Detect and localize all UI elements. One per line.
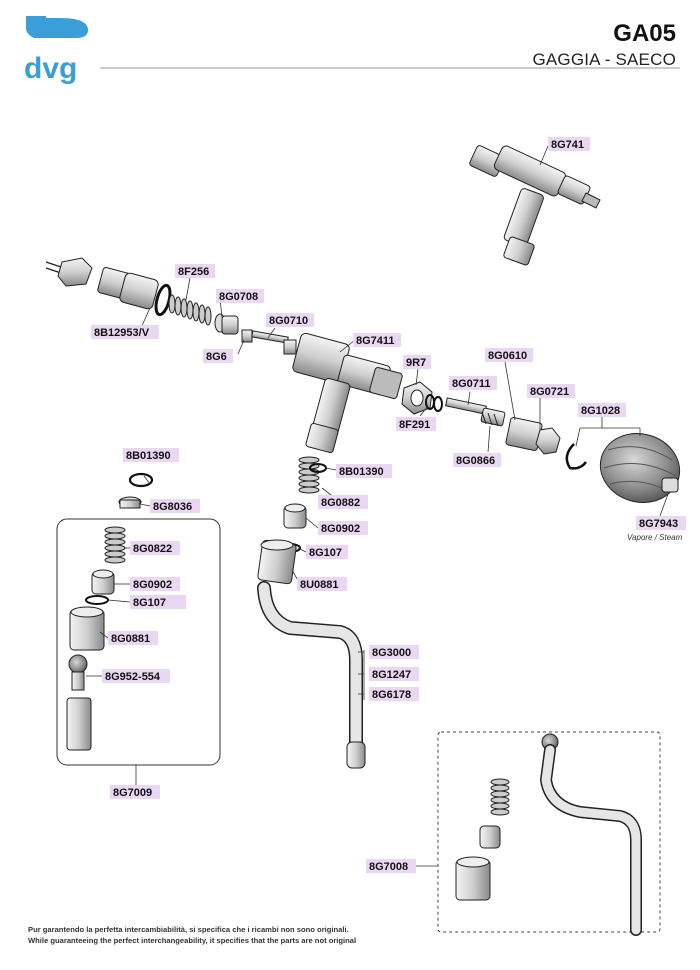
label-8G0710: 8G0710 — [269, 315, 308, 327]
spring-8F256 — [168, 294, 212, 326]
label-8G952-554: 8G952-554 — [105, 671, 161, 683]
label-8G6: 8G6 — [206, 351, 227, 363]
label-8G8036: 8G8036 — [153, 501, 192, 513]
oring-8B01390-left — [128, 472, 154, 488]
part-labels: 8G741 8F256 8G0708 8B12953/V 8G0710 8G6 … — [91, 137, 686, 873]
label-8G741: 8G741 — [551, 139, 584, 151]
label-8G0881: 8G0881 — [111, 633, 150, 645]
footer-line-english: While guaranteeing the perfect interchan… — [28, 936, 357, 945]
model-code: GA05 — [613, 20, 676, 47]
part-8G741-drawing — [469, 145, 601, 266]
nut-8G0881 — [69, 606, 105, 651]
nut-9R7 — [401, 381, 443, 415]
central-body-8G7411 — [292, 332, 403, 454]
spring-8G7008 — [490, 778, 510, 816]
label-8G1028: 8G1028 — [581, 405, 620, 417]
steam-wand-8G3000 — [258, 582, 362, 766]
label-8G0711: 8G0711 — [452, 378, 491, 390]
spring-8G0822 — [104, 526, 126, 564]
label-8G0902: 8G0902 — [321, 523, 360, 535]
wand-8G7008-outline — [539, 744, 642, 936]
label-8G107: 8G107 — [309, 547, 342, 559]
footer-disclaimer: Pur garantendo la perfetta intercambiabi… — [28, 924, 356, 946]
nut-8U0881 — [257, 539, 297, 585]
wand-8G7008 — [541, 745, 641, 935]
cap-8G8036 — [118, 496, 142, 509]
label-8G0902-left: 8G0902 — [133, 579, 172, 591]
label-8G3000: 8G3000 — [372, 647, 411, 659]
label-8B12953V: 8B12953/V — [94, 327, 150, 339]
label-8G7009: 8G7009 — [113, 787, 152, 799]
label-8G0708: 8G0708 — [219, 291, 258, 303]
label-8U0881: 8U0881 — [300, 579, 339, 591]
label-8G1247: 8G1247 — [372, 669, 411, 681]
valve-8G0610 — [505, 417, 561, 455]
footer-line-italian: Pur garantendo la perfetta intercambiabi… — [28, 925, 349, 934]
kit-8G7008-box — [437, 731, 661, 933]
label-8B01390-left: 8B01390 — [126, 450, 171, 462]
steam-knob-8G7943 — [599, 433, 681, 503]
tip-8G7008 — [479, 825, 501, 849]
tip-8G0902 — [283, 503, 307, 529]
label-8G7008: 8G7008 — [369, 861, 408, 873]
label-8G0882: 8G0882 — [321, 497, 360, 509]
label-8G7943: 8G7943 — [639, 518, 678, 530]
label-8F256: 8F256 — [178, 266, 209, 278]
label-8G0721: 8G0721 — [530, 386, 569, 398]
label-8G6178: 8G6178 — [372, 689, 411, 701]
leader-lines — [86, 145, 669, 867]
steam-tip — [346, 741, 366, 769]
label-8F291: 8F291 — [399, 419, 430, 431]
label-8B01390-right: 8B01390 — [339, 466, 384, 478]
kit-8G7009-box — [56, 518, 221, 766]
label-8G0822: 8G0822 — [133, 543, 172, 555]
brand-title: GAGGIA - SAECO — [532, 50, 676, 69]
tube-8G7009 — [66, 697, 92, 751]
logo-text: dvg — [24, 52, 77, 85]
label-8G7411: 8G7411 — [356, 335, 395, 347]
needle-8G0711 — [445, 397, 506, 427]
tip-8G0902-left — [91, 569, 115, 595]
oring-8G107-left — [85, 595, 109, 605]
ball-8G952-554 — [68, 654, 88, 691]
steam-caption: Vapore / Steam — [627, 533, 683, 542]
spring-8G0882 — [298, 456, 320, 494]
circlip-8G1028 — [565, 443, 587, 470]
left-inlet-assembly — [45, 257, 297, 355]
label-8G0866: 8G0866 — [456, 455, 495, 467]
dvg-logo: dvg — [24, 16, 88, 85]
label-8G0610: 8G0610 — [488, 350, 527, 362]
label-9R7: 9R7 — [406, 357, 426, 369]
label-8G107-left: 8G107 — [133, 597, 166, 609]
